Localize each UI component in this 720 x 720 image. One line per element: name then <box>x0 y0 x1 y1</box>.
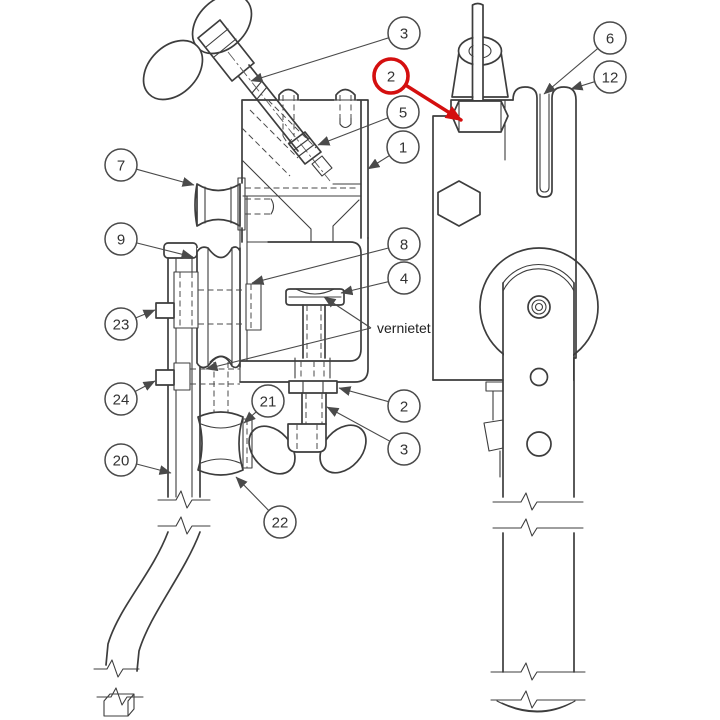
callout-2: 2 <box>372 57 463 122</box>
vernietet-leader <box>323 296 372 329</box>
callout-2: 2 <box>338 386 421 423</box>
callout-number: 21 <box>260 394 277 411</box>
callout-number: 12 <box>602 70 619 87</box>
clamp-body <box>241 88 369 243</box>
callout-9: 9 <box>104 222 194 260</box>
callout-leader <box>235 476 270 511</box>
callout-circle <box>263 505 297 539</box>
callout-circle <box>104 222 138 256</box>
hex-bolt <box>437 180 481 227</box>
callout-number: 7 <box>117 158 125 175</box>
callout-leader <box>367 155 390 170</box>
callout-circle <box>104 148 138 182</box>
callout-3: 3 <box>250 16 421 83</box>
callout-22: 22 <box>235 476 297 539</box>
side-view <box>93 0 369 717</box>
callout-number: 24 <box>113 392 130 409</box>
callout-leader <box>251 247 389 285</box>
callout-leader <box>250 37 389 83</box>
callout-leader <box>340 281 389 296</box>
callout-number: 20 <box>113 453 130 470</box>
callout-number: 2 <box>400 399 408 416</box>
callout-number: 23 <box>113 317 130 334</box>
clamp-pad <box>288 131 333 177</box>
clamp-screw-bottom <box>248 380 367 475</box>
callout-number: 4 <box>400 271 408 288</box>
callout-leader <box>136 463 172 475</box>
callout-number: 6 <box>606 31 614 48</box>
wing-handle <box>142 0 255 101</box>
callout-leader <box>317 117 389 146</box>
callout-circle <box>104 307 138 341</box>
callout-circle <box>104 382 138 416</box>
vernietet-leader <box>205 327 372 372</box>
callout-number: 9 <box>117 232 125 249</box>
callout-3: 3 <box>326 406 421 466</box>
callout-circle <box>593 21 627 55</box>
vernietet-label: vernietet <box>377 320 431 336</box>
callout-23: 23 <box>104 307 156 341</box>
guide-roller-bottom <box>197 355 253 476</box>
callout-circle <box>387 16 421 50</box>
callout-1: 1 <box>367 130 420 170</box>
callout-number: 3 <box>400 26 408 43</box>
callout-20: 20 <box>104 443 172 477</box>
callout-leader <box>136 168 195 187</box>
callout-leader <box>136 242 194 260</box>
callout-leader <box>135 309 156 319</box>
callout-circle <box>104 443 138 477</box>
callout-21: 21 <box>243 384 285 424</box>
callout-leader <box>403 83 463 122</box>
callout-leader <box>326 406 391 442</box>
callout-8: 8 <box>251 227 421 285</box>
rivet-stud <box>285 288 345 379</box>
callout-circle <box>251 384 285 418</box>
callout-leader <box>543 47 599 95</box>
callout-number: 2 <box>387 69 395 86</box>
callout-circle <box>387 261 421 295</box>
front-view <box>432 2 599 713</box>
callout-circle <box>386 95 420 129</box>
guide-roller-top <box>194 177 246 231</box>
callout-leader <box>570 80 595 91</box>
wing-nut-front <box>451 2 509 133</box>
callout-leader <box>338 386 389 403</box>
callout-number: 3 <box>400 442 408 459</box>
callout-number: 5 <box>399 105 407 122</box>
callout-circle <box>387 432 421 466</box>
callout-12: 12 <box>570 60 627 94</box>
callout-number: 8 <box>400 237 408 254</box>
post-break-and-curve <box>490 492 586 713</box>
callout-leader <box>134 380 156 392</box>
callout-5: 5 <box>317 95 420 146</box>
callout-circle <box>593 60 627 94</box>
callout-7: 7 <box>104 148 195 187</box>
callout-number: 22 <box>272 515 289 532</box>
callout-leader <box>243 411 257 424</box>
callout-circle <box>387 389 421 423</box>
rail-break-and-curve <box>93 490 211 717</box>
rail-wheel <box>196 246 241 369</box>
callout-circle <box>387 227 421 261</box>
pulley <box>479 247 599 498</box>
callout-number: 1 <box>399 140 407 157</box>
callout-24: 24 <box>104 380 156 416</box>
callout-4: 4 <box>340 261 421 296</box>
callout-circle <box>386 130 420 164</box>
callout-6: 6 <box>543 21 627 95</box>
callout-circle <box>372 57 410 95</box>
post-bracket <box>483 381 504 478</box>
